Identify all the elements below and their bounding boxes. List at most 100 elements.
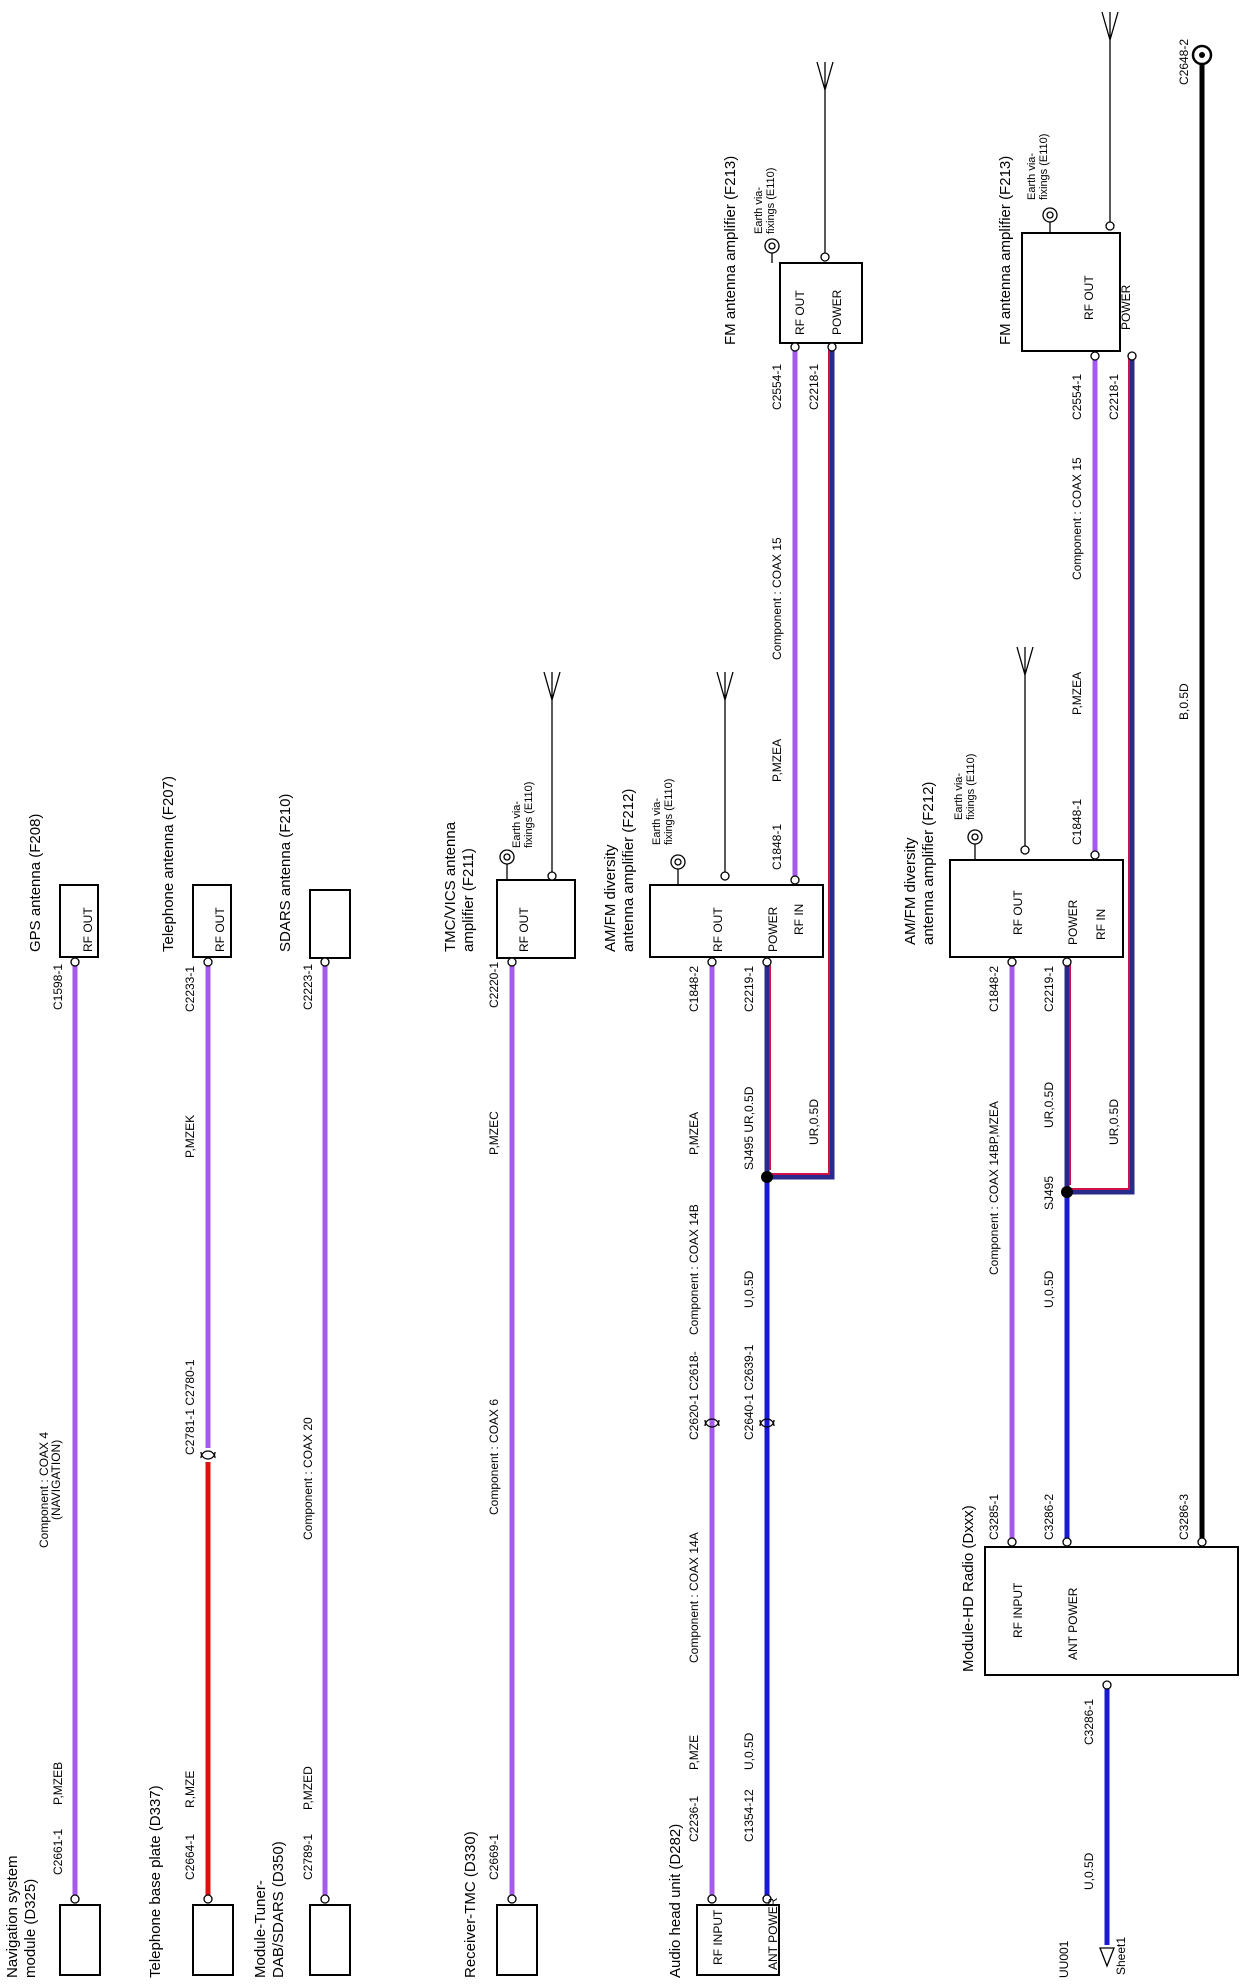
wire-code: UR,0.5D — [1042, 1082, 1056, 1128]
wire-code: P,MZEA — [1070, 672, 1084, 715]
earth-icon — [674, 858, 682, 866]
fm-amp-box-b — [1021, 232, 1121, 352]
wire-code: P,MZE — [687, 1735, 701, 1770]
wire-fm-power-b — [1067, 355, 1135, 1195]
fm-amp-box-a — [779, 262, 863, 344]
offsheet-ref: UU001 — [1057, 1940, 1071, 1978]
tel-antenna-box — [192, 884, 232, 958]
cable-label: Component : COAX 4 — [37, 1432, 51, 1548]
amfm-title-b: antenna amplifier (F212) — [920, 782, 937, 945]
connector-label: C1848-2 — [687, 966, 701, 1012]
pin — [1062, 957, 1072, 967]
connector-label: C1354-12 — [742, 1789, 756, 1842]
wire-fm-power-a — [767, 345, 835, 1180]
pin-label: RF OUT — [81, 907, 95, 952]
sdars-antenna-title: SDARS antenna (F210) — [277, 794, 294, 952]
pin-label: RF OUT — [517, 907, 531, 952]
splice-sj495-a — [761, 1171, 773, 1183]
connector-label: C1848-1 — [1070, 799, 1084, 845]
splice-label: SJ495 UR,0.5D — [742, 1086, 756, 1170]
earth-label: fixings (E110) — [765, 168, 777, 234]
receiver-tmc-title: Receiver-TMC (D330) — [462, 1831, 479, 1978]
connector-label: C1848-2 — [987, 966, 1001, 1012]
cable-label: Component : COAX 20 — [301, 1417, 315, 1540]
tmc-amp-title: TMC/VICS antenna — [442, 821, 459, 952]
pin — [1197, 1537, 1207, 1547]
connector-label: C2669-1 — [487, 1834, 501, 1880]
earth-icon — [503, 853, 511, 861]
antenna-icon — [543, 671, 561, 701]
hd-radio-box — [984, 1546, 1239, 1676]
earth-label: fixings (E110) — [1038, 134, 1050, 200]
hd-radio-title: Module-HD Radio (Dxxx) — [960, 1505, 977, 1672]
pin — [507, 1894, 517, 1904]
pin-label: RF INPUT — [711, 1909, 725, 1965]
connector-label: C2236-1 — [687, 1796, 701, 1842]
wire-code: U,0.5D — [742, 1732, 756, 1770]
cable-label: Component : COAX 14BP,MZEA — [987, 1101, 1001, 1275]
amfm-amp-box-a — [649, 884, 824, 958]
earth-label: fixings (E110) — [523, 782, 535, 848]
connector-label: C2219-1 — [1042, 966, 1056, 1012]
splice-label: SJ495 — [1042, 1176, 1056, 1210]
pin — [203, 957, 213, 967]
tuner-title: DAB/SDARS (D350) — [270, 1841, 287, 1978]
inline-connector — [704, 1418, 720, 1428]
connector-label: C2640-1 C2639-1 — [742, 1344, 756, 1440]
cable-label: Component : COAX 6 — [487, 1399, 501, 1515]
connector-label: C2781-1 C2780-1 — [183, 1359, 197, 1455]
pin — [790, 875, 800, 885]
connector-label: C3286-2 — [1042, 1494, 1056, 1540]
pin — [320, 957, 330, 967]
pin — [70, 957, 80, 967]
pin-label: RF OUT — [1082, 275, 1096, 320]
connector-label: C3286-1 — [1082, 1699, 1096, 1745]
pin — [1127, 351, 1137, 361]
cable-label: Component : COAX 15 — [770, 537, 784, 660]
pin — [1090, 351, 1100, 361]
earth-icon — [1042, 207, 1058, 223]
fm-amp-title-b: FM antenna amplifier (F213) — [997, 156, 1014, 345]
tmc-amp-title: amplifier (F211) — [460, 848, 477, 952]
tmc-amp-box — [496, 879, 576, 959]
amfm-title-b: AM/FM diversity — [902, 837, 919, 945]
cable-label: (NAVIGATION) — [49, 1440, 63, 1520]
pin — [762, 1894, 772, 1904]
earth-icon — [764, 238, 780, 254]
connector-label: C2554-1 — [770, 364, 784, 410]
inline-connector — [200, 1450, 216, 1460]
pin — [203, 1894, 213, 1904]
offsheet-arrow — [1099, 1947, 1115, 1968]
pin — [1062, 1537, 1072, 1547]
connector-label: C2233-1 — [183, 966, 197, 1012]
earth-label: Earth via- — [511, 801, 523, 848]
earth-icon — [971, 833, 979, 841]
sdars-antenna-box — [309, 889, 351, 959]
pin-label: RF OUT — [793, 290, 807, 335]
wire-fm-power-a-stripe — [770, 345, 830, 1175]
pin-label: ANT POWER — [766, 1897, 780, 1970]
wire-code: P,MZEB — [51, 1762, 65, 1805]
wire-code: U,0.5D — [1042, 1270, 1056, 1308]
pin — [790, 342, 800, 352]
earth-icon — [967, 829, 983, 845]
pin-label: RF OUT — [711, 907, 725, 952]
coax-connector-icon — [1199, 52, 1205, 58]
pin — [70, 1894, 80, 1904]
pin — [1102, 1680, 1112, 1690]
pin-label: POWER — [766, 906, 780, 952]
connector-label: C1598-1 — [51, 964, 65, 1010]
wire-fm-power-b-stripe — [1070, 355, 1130, 1190]
connector-label: C2620-1 C2618- — [687, 1351, 701, 1440]
tuner-title: Module-Tuner- — [252, 1880, 269, 1978]
pin-label: RF IN — [792, 904, 806, 935]
cable-label: Component : COAX 14B — [687, 1204, 701, 1335]
pin — [707, 1894, 717, 1904]
head-unit-box — [696, 1904, 780, 1976]
pin-label: RF IN — [1094, 909, 1108, 940]
connector-label: C3286-3 — [1177, 1494, 1191, 1540]
connector-label: C2554-1 — [1070, 374, 1084, 420]
cable-label: Component : COAX 14A — [687, 1532, 701, 1663]
wire-code: U,0.5D — [742, 1270, 756, 1308]
